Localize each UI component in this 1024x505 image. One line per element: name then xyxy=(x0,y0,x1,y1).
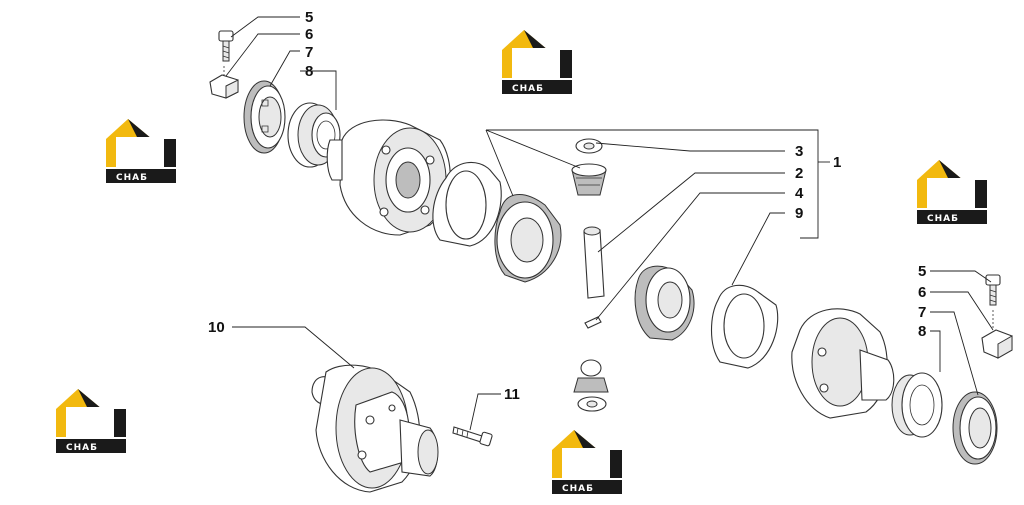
bearing-part-8-right xyxy=(891,372,943,438)
callout-7-right: 7 xyxy=(918,304,926,321)
side-gear-center xyxy=(634,265,695,341)
watermark-logo-right: НЗ СНАБ xyxy=(917,160,987,224)
lock-plate-part-6-right xyxy=(981,310,1013,359)
callout-2: 2 xyxy=(795,165,803,182)
watermark-logo-top-center: НЗ СНАБ xyxy=(502,30,572,94)
logo-mark: НЗ xyxy=(120,141,157,169)
splined-ring-part-7-right xyxy=(952,391,998,465)
callout-4: 4 xyxy=(795,185,804,202)
pinion-gear-bottom xyxy=(573,359,609,393)
thrust-washer-part-9-center xyxy=(711,284,779,369)
logo-mark: НЗ xyxy=(70,411,107,439)
callout-11: 11 xyxy=(504,386,520,403)
side-gear-top xyxy=(494,194,562,283)
thrust-washer-part-9-top xyxy=(432,161,502,247)
callout-8-right: 8 xyxy=(918,323,926,340)
watermark-logo-bottom-center: НЗ СНАБ xyxy=(552,430,622,494)
logo-mark: НЗ xyxy=(931,182,968,210)
logo-word: СНАБ xyxy=(512,84,544,94)
leader-lines xyxy=(225,16,994,431)
bolt-part-5-left xyxy=(218,30,234,62)
logo-mark: НЗ xyxy=(566,452,603,480)
differential-assembly-part-10 xyxy=(311,364,439,493)
roll-pin-part-4 xyxy=(584,316,602,329)
pinion-gear-top xyxy=(571,163,607,196)
callout-10: 10 xyxy=(208,319,225,336)
bearing-part-8-left xyxy=(287,102,341,168)
callout-8-top-left: 8 xyxy=(305,63,313,80)
differential-housing-left-half xyxy=(326,119,451,236)
callout-5-right: 5 xyxy=(918,263,926,280)
callout-1: 1 xyxy=(833,154,841,171)
cross-shaft-part-2 xyxy=(583,226,605,299)
watermark-logo-left-lower: НЗ СНАБ xyxy=(56,389,126,453)
watermark-logo-left-upper: НЗ СНАБ xyxy=(106,119,176,183)
bolt-part-5-right xyxy=(985,274,1001,306)
logo-word: СНАБ xyxy=(116,173,148,183)
logo-mark: НЗ xyxy=(516,52,553,80)
bolt-part-11 xyxy=(452,426,493,447)
lock-plate-part-6-left xyxy=(209,66,239,99)
thrust-washer-part-3 xyxy=(575,138,603,154)
callout-5-top-left: 5 xyxy=(305,9,313,26)
differential-housing-right-half xyxy=(791,308,895,419)
callout-3: 3 xyxy=(795,143,803,160)
callout-7-top-left: 7 xyxy=(305,44,313,61)
callout-6-right: 6 xyxy=(918,284,926,301)
logo-word: СНАБ xyxy=(927,214,959,224)
logo-word: СНАБ xyxy=(562,484,594,494)
callout-9: 9 xyxy=(795,205,803,222)
splined-ring-part-7-left xyxy=(243,80,286,154)
thrust-washer-bottom xyxy=(577,396,607,412)
logo-word: СНАБ xyxy=(66,443,98,453)
callout-6-top-left: 6 xyxy=(305,26,313,43)
